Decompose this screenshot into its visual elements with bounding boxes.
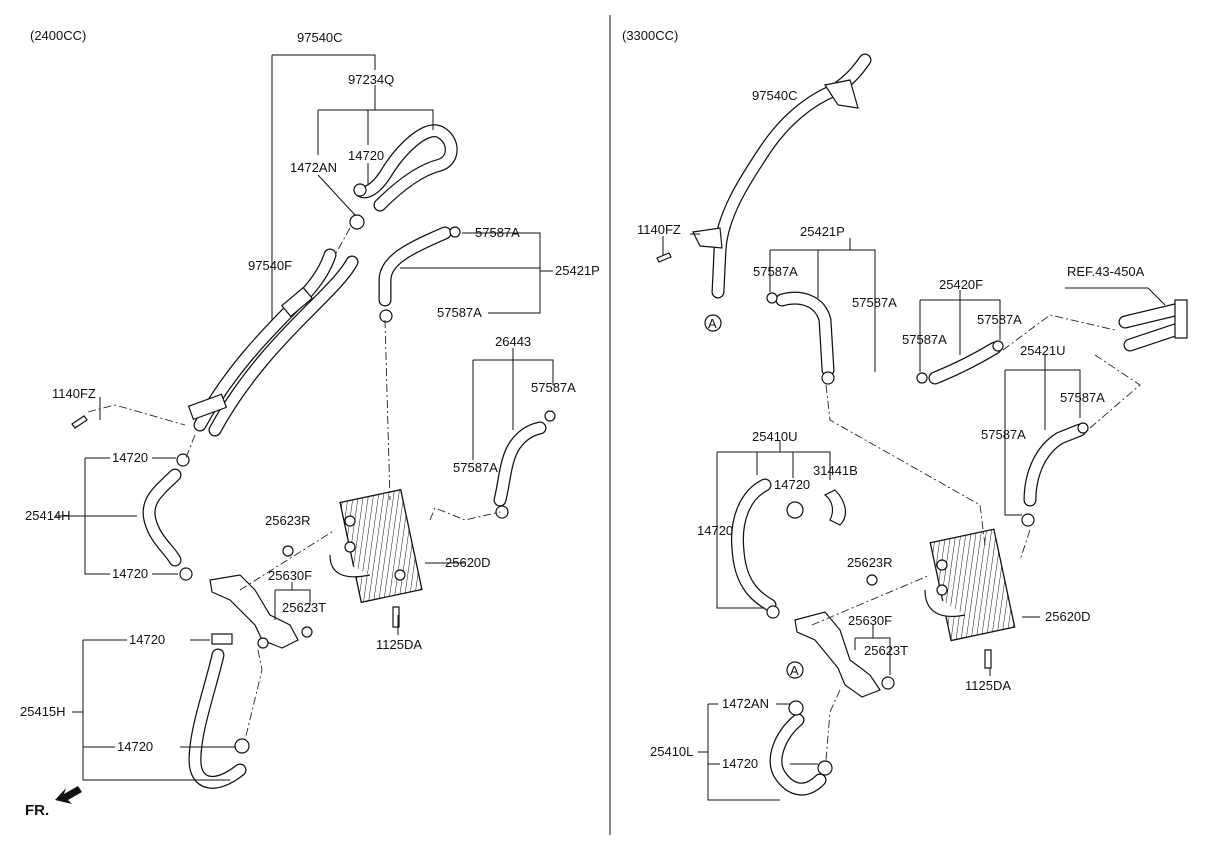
part-label: 14720: [112, 566, 148, 581]
oil-cooler-25620d-left: [329, 488, 423, 604]
part-label: 1125DA: [965, 678, 1011, 693]
ref-pipes: [1118, 299, 1188, 352]
hose-25415h: [188, 648, 247, 789]
part-label: 14720: [722, 756, 758, 771]
part-label: 25421P: [800, 224, 845, 239]
part-label: 57587A: [1060, 390, 1105, 405]
hose-25421p-right: [775, 291, 835, 377]
part-label: 25623T: [282, 600, 326, 615]
part-label: 14720: [117, 739, 153, 754]
part-label: 14720: [774, 477, 810, 492]
part-label: 14720: [348, 148, 384, 163]
connector-mark-a: A: [708, 316, 717, 331]
part-label: 25414H: [25, 508, 71, 523]
fitting-25630f-right: [794, 611, 895, 698]
part-label: 1140FZ: [637, 222, 681, 237]
part-label: 25410U: [752, 429, 798, 444]
part-label: 57587A: [852, 295, 897, 310]
dashdot-lines-left: [87, 227, 501, 741]
hose-25410l: [769, 713, 827, 796]
hose-25410u: [730, 478, 847, 612]
part-label: 14720: [129, 632, 165, 647]
part-label: 57587A: [981, 427, 1026, 442]
connector-mark-a: A: [790, 663, 799, 678]
section-3300cc: (3300CC): [622, 28, 1188, 801]
part-label: 26443: [495, 334, 531, 349]
part-label: 25623R: [847, 555, 893, 570]
part-label: 25623R: [265, 513, 311, 528]
part-labels-right: 97540C 1140FZ 25421P 57587A 57587A 25420…: [637, 88, 1145, 771]
hose-25420f: [928, 341, 1002, 385]
part-label: 1140FZ: [52, 386, 96, 401]
part-label: 25420F: [939, 277, 983, 292]
part-label: 25620D: [445, 555, 491, 570]
part-label: 25421P: [555, 263, 600, 278]
hose-25421u: [1023, 423, 1087, 507]
front-direction-indicator: FR.: [25, 786, 82, 819]
section-title: (2400CC): [30, 28, 86, 43]
part-label: 25421U: [1020, 343, 1066, 358]
part-label: 97540C: [752, 88, 798, 103]
hose-25414h: [142, 468, 182, 567]
part-label: 31441B: [813, 463, 858, 478]
pipe-97540f: [187, 248, 359, 437]
dashdot-lines-right: [811, 314, 1141, 761]
part-label: 25630F: [848, 613, 892, 628]
part-label: 57587A: [531, 380, 576, 395]
section-title: (3300CC): [622, 28, 678, 43]
section-2400cc: (2400CC): [20, 28, 600, 819]
part-label: 25410L: [650, 744, 693, 759]
part-label: 25415H: [20, 704, 66, 719]
part-label: 57587A: [753, 264, 798, 279]
leader-lines-left: [55, 54, 554, 781]
part-label: 14720: [697, 523, 733, 538]
part-label: REF.43-450A: [1067, 264, 1145, 279]
hose-25421p-left: [378, 226, 452, 307]
fitting-25630f-left: [209, 574, 299, 649]
oil-cooler-25620d-right: [924, 528, 1016, 642]
leader-lines-right: [662, 233, 1166, 801]
part-label: 25630F: [268, 568, 312, 583]
part-labels-left: 97540C 97234Q 1472AN 14720 97540F 57587A…: [20, 30, 600, 754]
clamps-left: [71, 183, 556, 754]
part-label: 1472AN: [290, 160, 337, 175]
part-label: 25623T: [864, 643, 908, 658]
part-label: 1472AN: [722, 696, 769, 711]
part-label: 57587A: [977, 312, 1022, 327]
connector-marks: A A: [704, 314, 804, 679]
part-label: 97234Q: [348, 72, 394, 87]
part-label: 14720: [112, 450, 148, 465]
part-label: 25620D: [1045, 609, 1091, 624]
part-label: 57587A: [453, 460, 498, 475]
front-arrow-icon: [55, 786, 82, 804]
part-label: 97540F: [248, 258, 292, 273]
hose-97234q: [353, 124, 458, 212]
pipe-97540c-right: [692, 53, 872, 299]
front-label: FR.: [25, 802, 49, 819]
hose-26443: [493, 421, 547, 507]
part-label: 57587A: [475, 225, 520, 240]
part-label: 57587A: [437, 305, 482, 320]
clamps-right: [656, 252, 1089, 776]
part-label: 97540C: [297, 30, 343, 45]
part-label: 57587A: [902, 332, 947, 347]
part-label: 1125DA: [376, 637, 422, 652]
